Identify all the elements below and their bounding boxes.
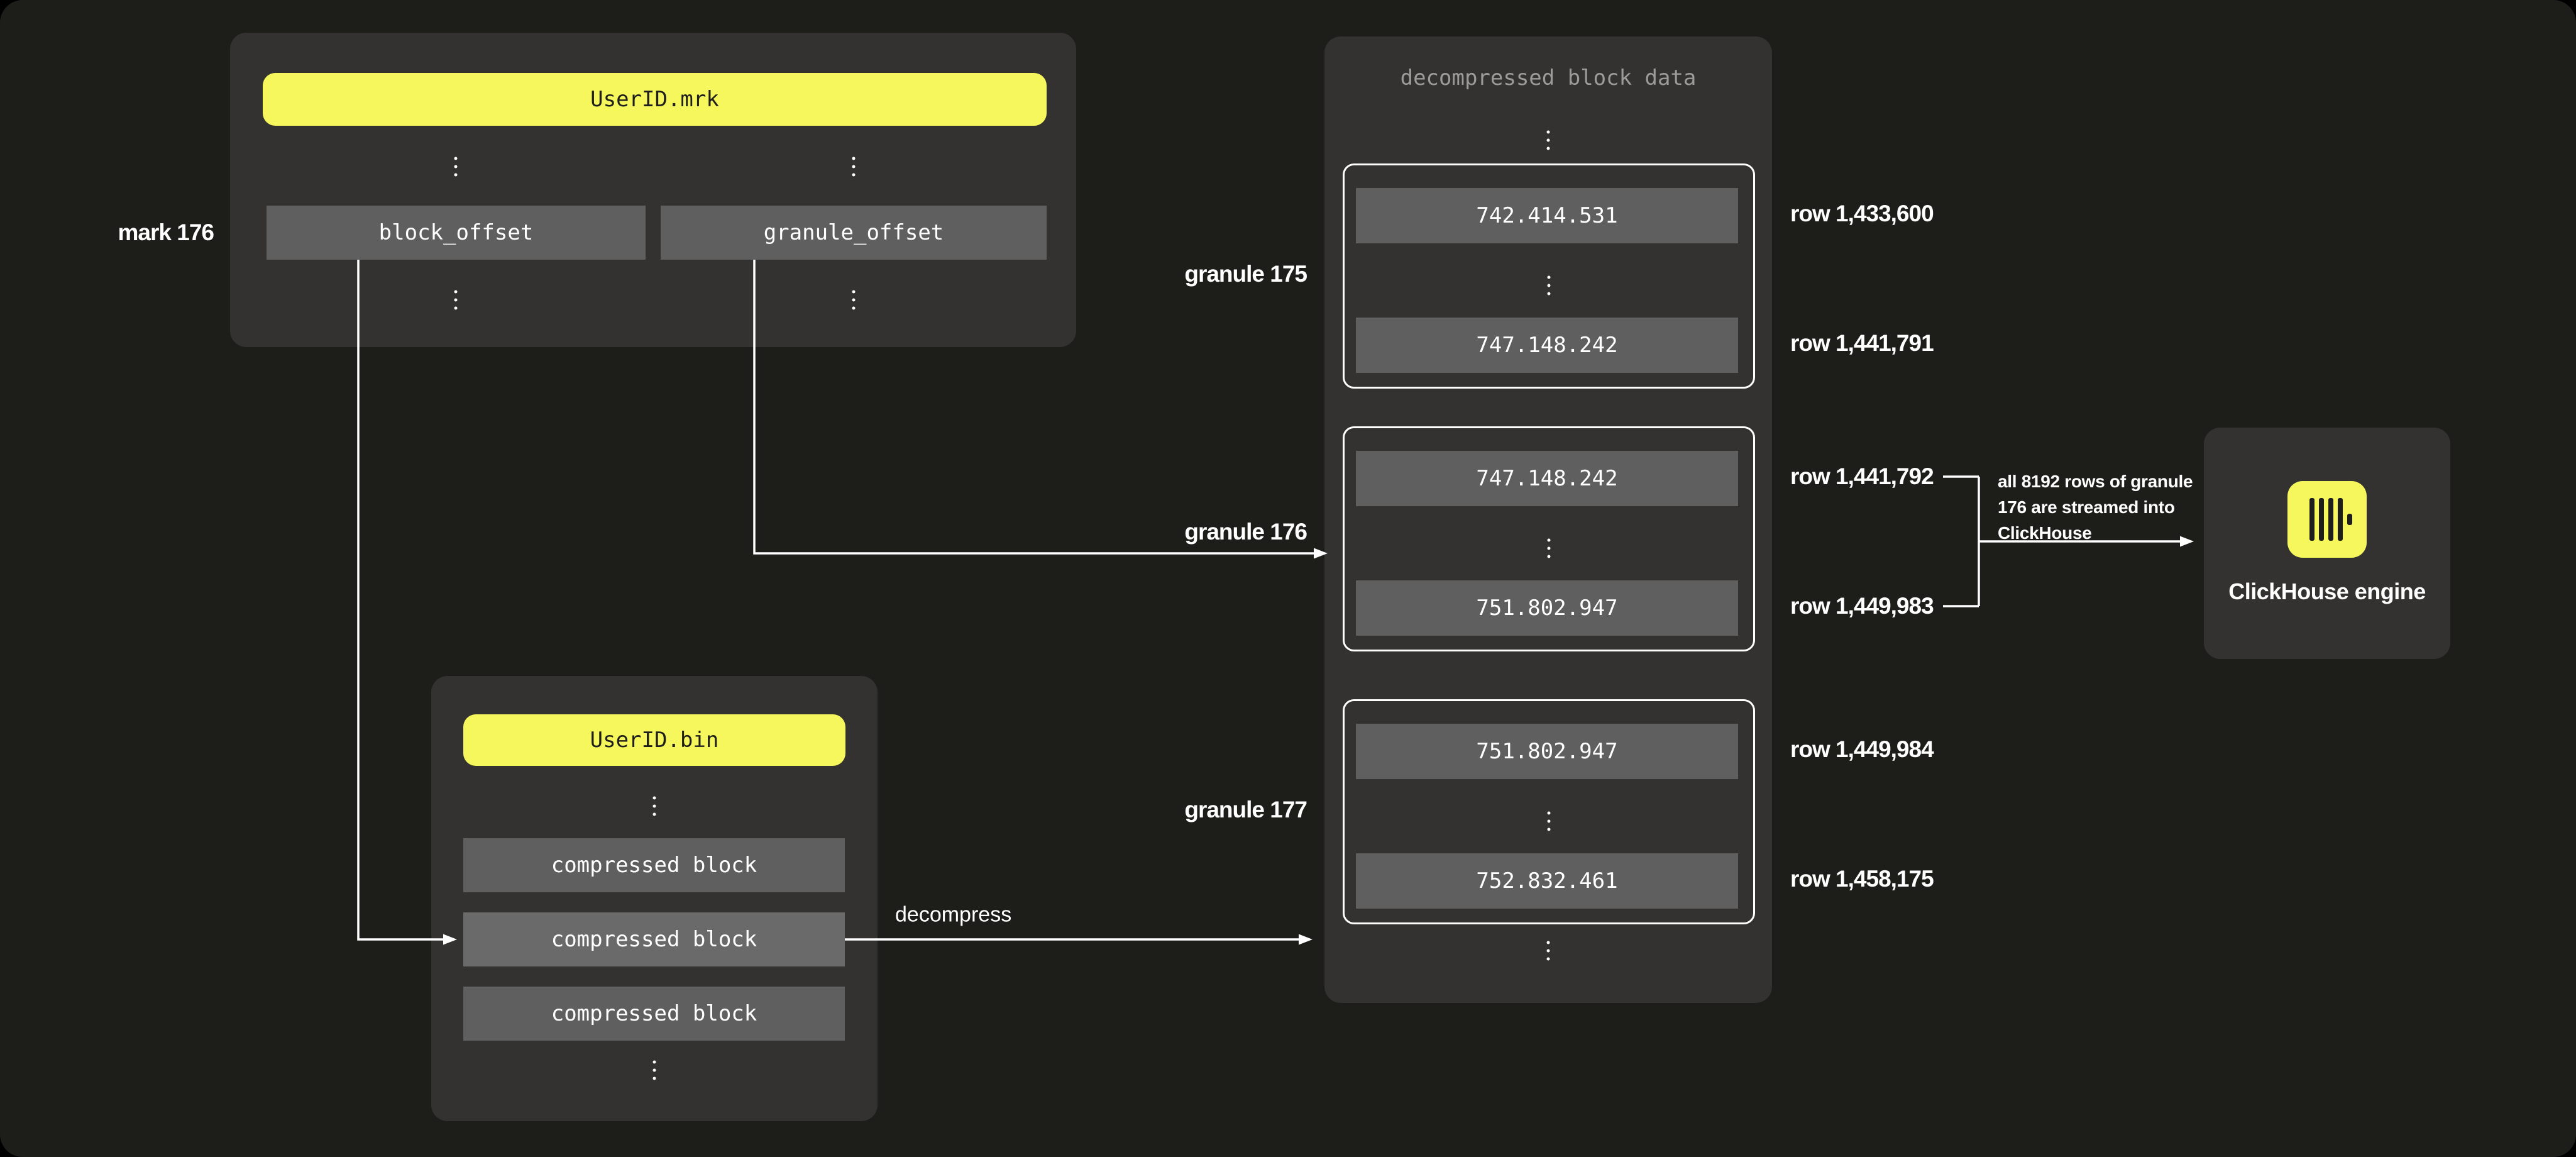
compressed-block-box: compressed block (463, 912, 845, 966)
granule-label: granule 175 (1184, 261, 1307, 287)
block-offset-box: block_offset (267, 206, 646, 260)
decompressed-panel: decompressed block data 742.414.531 747.… (1324, 36, 1772, 1003)
row-label: row 1,441,792 (1790, 463, 1934, 489)
clickhouse-logo-icon (2287, 481, 2367, 558)
granule-offset-label: granule_offset (763, 220, 944, 245)
decompress-label: decompress (895, 902, 1012, 927)
granule-175-box: 742.414.531 747.148.242 (1343, 163, 1755, 389)
arrowhead-icon (1299, 934, 1313, 945)
mrk-file-title: UserID.mrk (590, 87, 719, 112)
annotation-line: 176 are streamed into (1998, 497, 2175, 517)
granule-label: granule 177 (1184, 797, 1307, 822)
mrk-file-header: UserID.mrk (263, 73, 1047, 126)
row-label: row 1,433,600 (1790, 201, 1934, 226)
value-label: 742.414.531 (1476, 203, 1618, 228)
vertical-ellipsis-icon (1547, 538, 1551, 558)
clickhouse-engine-panel: ClickHouse engine (2204, 428, 2450, 659)
value-label: 752.832.461 (1476, 868, 1618, 894)
annotation-line: ClickHouse (1998, 523, 2092, 543)
block-offset-label: block_offset (378, 220, 534, 245)
value-label: 751.802.947 (1476, 739, 1618, 764)
vertical-ellipsis-icon (852, 290, 856, 310)
bin-file-header: UserID.bin (463, 714, 845, 766)
annotation-line: all 8192 rows of granule (1998, 472, 2193, 491)
compressed-block-box: compressed block (463, 987, 845, 1041)
value-label: 747.148.242 (1476, 466, 1618, 491)
vertical-ellipsis-icon (652, 1060, 656, 1080)
value-box: 742.414.531 (1356, 188, 1738, 243)
mrk-file-panel: UserID.mrk block_offset granule_offset (230, 33, 1076, 347)
granule-177-box: 751.802.947 752.832.461 (1343, 699, 1755, 924)
row-label: row 1,441,791 (1790, 330, 1934, 356)
compressed-block-label: compressed block (551, 853, 757, 878)
row-label: row 1,449,983 (1790, 593, 1934, 619)
mark-label: mark 176 (118, 219, 214, 245)
streaming-annotation: all 8192 rows of granule 176 are streame… (1998, 468, 2193, 546)
bin-file-title: UserID.bin (590, 728, 719, 753)
vertical-ellipsis-icon (454, 290, 458, 310)
value-label: 747.148.242 (1476, 333, 1618, 358)
row-label: row 1,458,175 (1790, 866, 1934, 892)
vertical-ellipsis-icon (852, 157, 856, 177)
vertical-ellipsis-icon (652, 796, 656, 816)
decompressed-panel-title: decompressed block data (1400, 65, 1697, 91)
vertical-ellipsis-icon (454, 157, 458, 177)
value-box: 747.148.242 (1356, 451, 1738, 506)
value-box: 747.148.242 (1356, 318, 1738, 373)
clickhouse-engine-label: ClickHouse engine (2228, 578, 2426, 604)
granule-176-box: 747.148.242 751.802.947 (1343, 426, 1755, 651)
vertical-ellipsis-icon (1546, 130, 1550, 150)
vertical-ellipsis-icon (1547, 275, 1551, 296)
vertical-ellipsis-icon (1546, 941, 1550, 961)
value-box: 752.832.461 (1356, 853, 1738, 909)
compressed-block-box: compressed block (463, 838, 845, 892)
compressed-block-label: compressed block (551, 927, 757, 952)
granule-label: granule 176 (1184, 519, 1307, 545)
bin-file-panel: UserID.bin compressed block compressed b… (431, 676, 878, 1121)
value-box: 751.802.947 (1356, 580, 1738, 636)
value-label: 751.802.947 (1476, 595, 1618, 621)
compressed-block-label: compressed block (551, 1001, 757, 1026)
row-label: row 1,449,984 (1790, 736, 1934, 762)
vertical-ellipsis-icon (1547, 811, 1551, 831)
value-box: 751.802.947 (1356, 724, 1738, 779)
granule-offset-box: granule_offset (661, 206, 1047, 260)
